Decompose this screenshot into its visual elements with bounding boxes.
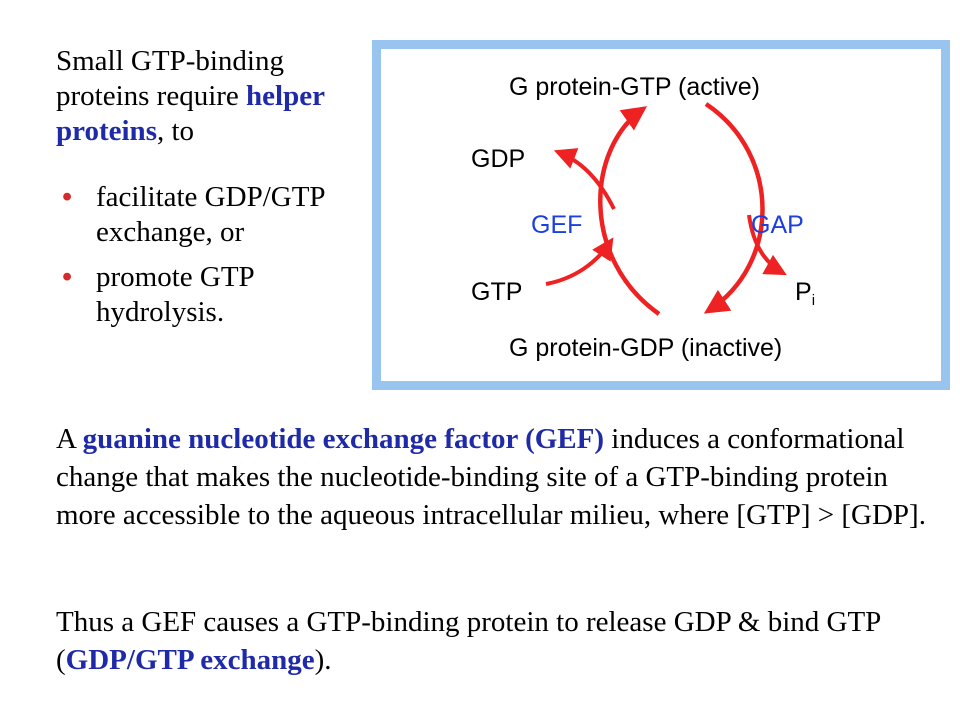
gtp-label: GTP — [471, 278, 523, 306]
intro-post: , to — [156, 115, 195, 147]
para2-pre: Thus a GEF causes a GTP-binding protein … — [56, 606, 881, 676]
para2-highlight: GDP/GTP exchange — [65, 644, 315, 676]
para1-post: induces a conformational change that mak… — [56, 423, 926, 531]
gef-label: GEF — [531, 211, 583, 239]
gdp-release-arrow — [553, 148, 616, 210]
pi-release-arrow — [747, 214, 787, 276]
bullet-text: facilitate GDP/GTP exchange, or — [96, 181, 325, 248]
bullet-text: promote GTP hydrolysis. — [96, 261, 254, 328]
gef-definition-paragraph: A guanine nucleotide exchange factor (GE… — [56, 420, 936, 534]
gef-summary-paragraph: Thus a GEF causes a GTP-binding protein … — [56, 603, 936, 679]
bullet-item: • promote GTP hydrolysis. — [62, 260, 362, 330]
intro-text: Small GTP-binding proteins require helpe… — [56, 44, 356, 149]
inactive-state-label: G protein-GDP (inactive) — [509, 334, 783, 362]
pi-label: Pi — [795, 277, 815, 316]
bullet-marker: • — [62, 261, 73, 293]
gtpase-cycle-diagram: G protein-GTP (active) G protein-GDP (in… — [372, 40, 950, 390]
pi-subscript: i — [811, 292, 816, 309]
gtp-entry-arrow — [545, 237, 614, 286]
bullet-list: • facilitate GDP/GTP exchange, or • promot… — [62, 180, 362, 340]
para1-highlight: guanine nucleotide exchange factor (GEF) — [82, 423, 605, 455]
bullet-marker: • — [62, 181, 73, 213]
gap-label: GAP — [751, 211, 804, 239]
active-state-label: G protein-GTP (active) — [509, 73, 761, 101]
inactivation-arc — [703, 102, 765, 314]
cycle-arrows — [545, 102, 787, 316]
bullet-item: • facilitate GDP/GTP exchange, or — [62, 180, 362, 250]
para2-post: ). — [314, 644, 332, 676]
gdp-label: GDP — [471, 145, 526, 173]
activation-arc — [598, 106, 661, 316]
intro-highlight: helper proteins — [56, 80, 325, 147]
pi-main: P — [795, 278, 812, 306]
intro-pre: Small GTP-binding proteins require — [56, 45, 284, 112]
para1-pre: A — [56, 423, 83, 455]
